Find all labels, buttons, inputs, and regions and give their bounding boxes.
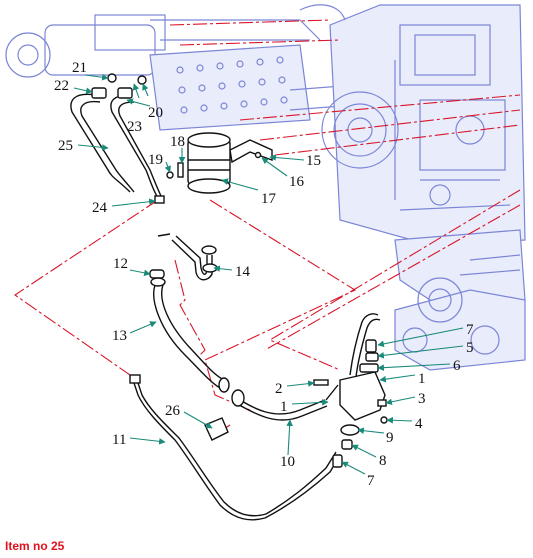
callout-13: 13 [112,328,127,344]
callout-6: 6 [453,358,461,374]
callout-9: 9 [386,430,394,446]
callout-23: 23 [127,119,142,135]
callout-20: 20 [148,105,163,121]
callout-7-lower: 7 [367,473,375,489]
callout-12: 12 [113,256,128,272]
callout-leaders [73,73,464,475]
callout-4: 4 [415,416,423,432]
callout-24: 24 [92,200,108,216]
callout-16: 16 [289,174,305,190]
tractor-assembly-background [5,4,526,371]
callout-2: 2 [275,381,283,397]
callout-7-upper: 7 [466,322,474,338]
callout-8: 8 [379,453,387,469]
callout-1-left: 1 [280,399,288,415]
callout-26: 26 [165,403,181,419]
callout-21: 21 [72,60,87,76]
callout-5: 5 [466,340,474,356]
callout-11: 11 [112,432,126,448]
callout-18: 18 [170,134,185,150]
callout-22: 22 [54,78,69,94]
callout-17: 17 [261,191,277,207]
callout-15: 15 [306,153,321,169]
item-caption: Item no 25 [5,539,65,553]
callout-1-right: 1 [418,371,426,387]
callout-19: 19 [148,152,163,168]
callout-14: 14 [235,264,251,280]
callout-3: 3 [418,391,426,407]
callout-10: 10 [280,454,295,470]
callout-25: 25 [58,138,73,154]
parts-diagram: 21 22 20 23 25 24 18 19 17 15 16 12 14 1… [5,4,526,521]
callout-numbers: 21 22 20 23 25 24 18 19 17 15 16 12 14 1… [54,60,474,489]
centerlines [14,19,521,436]
